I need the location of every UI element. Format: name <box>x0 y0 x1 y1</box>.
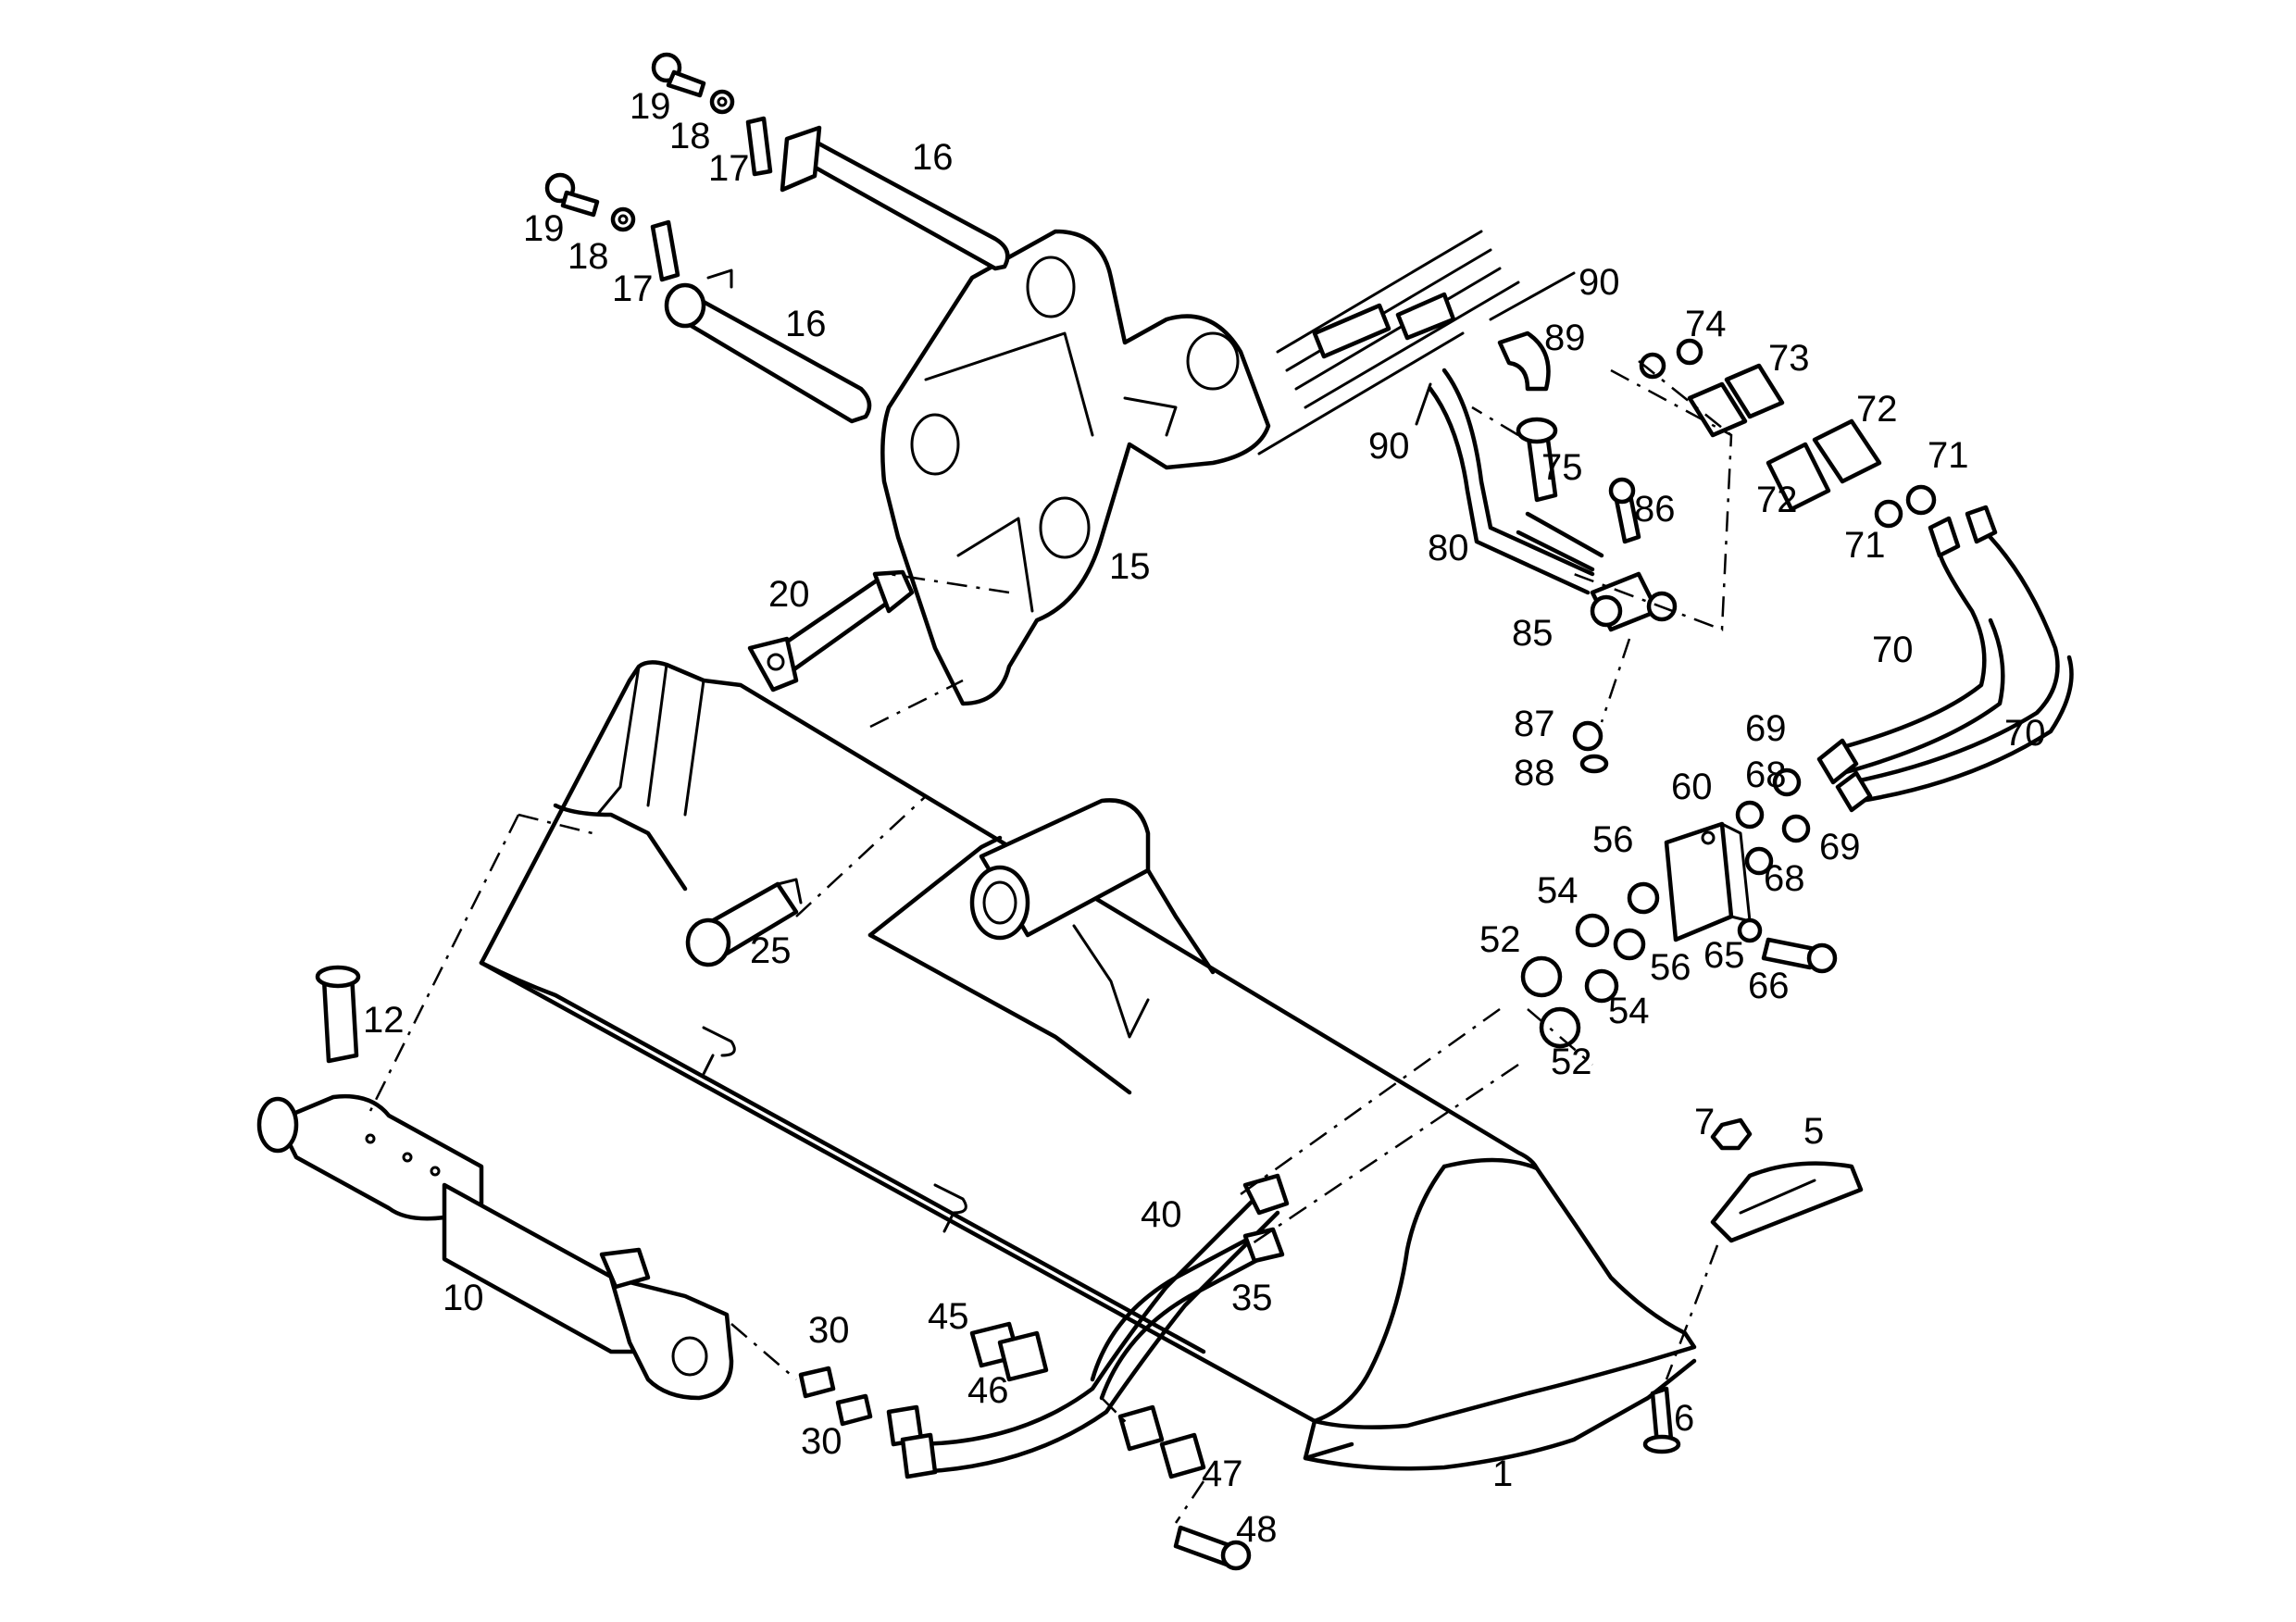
nut-87-washer-88 <box>1572 720 1609 774</box>
label-40: 40 <box>1141 1194 1182 1235</box>
fittings-block <box>1520 767 1838 1049</box>
label-16a: 16 <box>912 137 954 178</box>
adapters-71-74 <box>1639 338 1937 529</box>
label-7: 7 <box>1694 1102 1715 1142</box>
tee-fitting-85 <box>1590 571 1678 632</box>
leader-lines <box>1415 271 1576 426</box>
hose-35 <box>886 1227 1285 1479</box>
fitting-30-lower <box>835 1393 873 1427</box>
label-90a: 90 <box>1578 262 1620 303</box>
bolt-19-upper <box>651 52 706 98</box>
nut-7 <box>1710 1117 1753 1151</box>
label-73: 73 <box>1768 338 1810 379</box>
label-85: 85 <box>1512 613 1554 654</box>
label-6: 6 <box>1674 1398 1694 1439</box>
clamp-46 <box>997 1330 1049 1382</box>
label-15: 15 <box>1109 546 1151 587</box>
plate-17-lower <box>650 219 680 282</box>
assembly-lines <box>368 360 1733 1524</box>
label-56a: 56 <box>1592 819 1634 860</box>
label-87: 87 <box>1514 704 1555 744</box>
tooth-5 <box>1710 1161 1864 1243</box>
label-56b: 56 <box>1650 947 1691 988</box>
label-54b: 54 <box>1608 991 1650 1031</box>
label-18a: 18 <box>669 116 711 156</box>
label-88: 88 <box>1514 753 1555 793</box>
bolt-6 <box>1642 1386 1681 1454</box>
label-17b: 17 <box>612 268 654 309</box>
label-80: 80 <box>1428 528 1469 568</box>
pin-12 <box>315 965 361 1064</box>
hydraulic-cylinder <box>256 1094 734 1401</box>
clamp-47 <box>1117 1404 1206 1479</box>
bucket-shell <box>479 660 1697 1471</box>
label-65: 65 <box>1703 935 1745 976</box>
label-60: 60 <box>1671 767 1713 807</box>
label-5: 5 <box>1803 1111 1824 1152</box>
hose-70 <box>1816 505 2074 813</box>
label-74: 74 <box>1685 304 1727 344</box>
label-52b: 52 <box>1551 1042 1592 1082</box>
label-54a: 54 <box>1537 870 1578 911</box>
label-46: 46 <box>967 1370 1009 1411</box>
label-18b: 18 <box>568 236 609 277</box>
part-labels: 19 18 17 16 19 18 17 16 20 15 25 12 10 3… <box>363 86 2046 1550</box>
label-19a: 19 <box>630 86 671 127</box>
label-30b: 30 <box>801 1421 842 1462</box>
pin-16-lower <box>664 268 872 424</box>
fitting-30-upper <box>798 1366 836 1399</box>
washer-18-upper <box>709 89 735 115</box>
label-47: 47 <box>1202 1454 1243 1494</box>
label-70a: 70 <box>1872 630 1914 670</box>
hose-40 <box>909 1173 1290 1475</box>
bolt-86 <box>1608 477 1641 544</box>
label-20: 20 <box>768 574 810 615</box>
bolt-48 <box>1173 1525 1252 1571</box>
label-30a: 30 <box>808 1310 850 1351</box>
label-19b: 19 <box>523 208 565 249</box>
label-72b: 72 <box>1756 480 1798 520</box>
bolt-19-lower <box>544 172 600 218</box>
label-90b: 90 <box>1368 426 1410 467</box>
pin-25 <box>685 878 803 967</box>
label-70b: 70 <box>2004 713 2046 754</box>
elbow-89 <box>1497 331 1551 392</box>
pin-20 <box>747 569 915 692</box>
pin-16-upper <box>780 125 1010 271</box>
pipe-80 <box>1428 368 1604 595</box>
label-25: 25 <box>750 930 792 971</box>
label-16b: 16 <box>785 304 827 344</box>
plate-17-upper <box>745 116 773 177</box>
label-35: 35 <box>1231 1278 1273 1318</box>
hinge-boss <box>969 798 1151 941</box>
washer-18-lower <box>610 206 636 232</box>
label-10: 10 <box>443 1278 484 1318</box>
pipe-75 <box>1516 417 1558 503</box>
label-68b: 68 <box>1764 858 1805 899</box>
label-17a: 17 <box>708 148 750 189</box>
label-48: 48 <box>1236 1509 1278 1550</box>
label-45: 45 <box>928 1296 969 1337</box>
label-68a: 68 <box>1745 755 1787 795</box>
coupler-frame <box>880 229 1271 706</box>
label-66: 66 <box>1748 966 1790 1006</box>
label-71a: 71 <box>1928 435 1969 476</box>
valve-block-60 <box>1664 821 1752 942</box>
label-12: 12 <box>363 1000 405 1041</box>
label-89: 89 <box>1544 318 1586 358</box>
label-72a: 72 <box>1856 389 1898 430</box>
label-71b: 71 <box>1844 525 1886 566</box>
label-86: 86 <box>1634 489 1676 530</box>
hose-bundle <box>1257 230 1520 455</box>
label-69b: 69 <box>1819 827 1861 867</box>
label-75: 75 <box>1541 447 1583 488</box>
label-52a: 52 <box>1479 919 1521 960</box>
label-1: 1 <box>1492 1454 1513 1494</box>
label-69a: 69 <box>1745 708 1787 749</box>
